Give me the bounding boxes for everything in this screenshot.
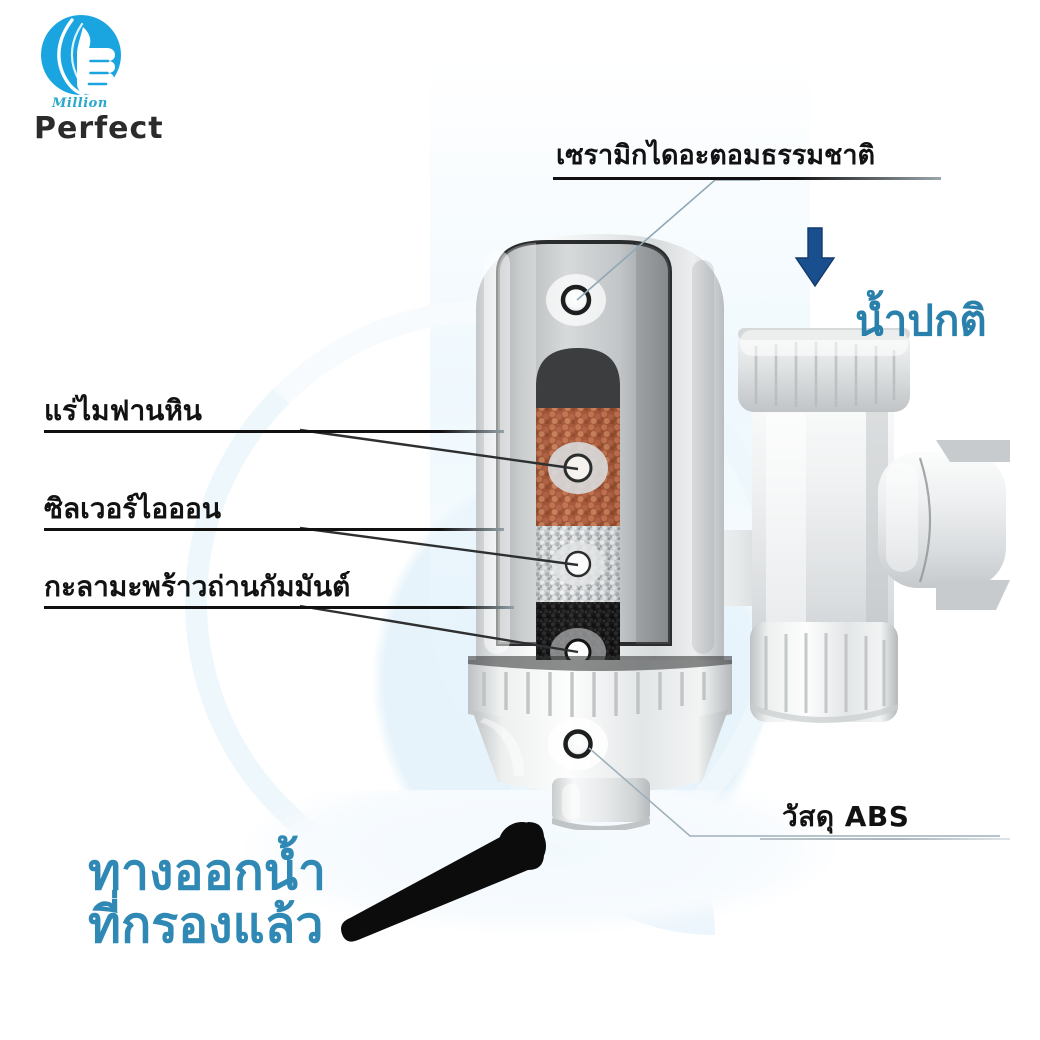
arrow-down-icon: [792, 226, 838, 288]
callout-silver-label: ซิลเวอร์ไอออน: [44, 492, 221, 525]
diverter-valve-body: [752, 386, 894, 686]
callout-carbon-label: กะลามะพร้าวถ่านกัมมันต์: [44, 570, 351, 603]
logo-wordmark: Perfect: [34, 111, 164, 146]
media-hole-silver: [552, 542, 604, 586]
callout-maifan-label: แร่ไมฟานหิน: [44, 394, 202, 427]
callout-abs-underline: [760, 838, 1010, 840]
callout-carbon-underline: [44, 606, 514, 609]
filtered-outlet-pointer: [341, 822, 546, 942]
callout-abs-label: วัสดุ ABS: [782, 800, 910, 833]
housing-port-hole: [548, 718, 608, 770]
threaded-cap-nut: [738, 328, 910, 412]
filtered-outlet-line-2: ที่กรองแล้ว: [88, 896, 324, 954]
callout-ceramic-label: เซรามิกไดอะตอมธรรมชาติ: [556, 140, 876, 171]
valve-bottom-collar: [750, 622, 898, 723]
highlight-normal-water-label: น้ำปกติ: [855, 296, 987, 345]
callout-silver-underline: [44, 528, 504, 531]
ribbed-collar-ring: [468, 656, 732, 729]
outlet-nozzle-right: [878, 440, 1010, 610]
callout-ceramic-underline: [553, 177, 941, 180]
port-hole-upper: [546, 274, 606, 326]
filtered-outlet-line-1: ทางออกน้ำ: [88, 843, 327, 901]
logo-script-text: Million: [52, 96, 108, 111]
highlight-filtered-outlet-label: ทางออกน้ำ ที่กรองแล้ว: [88, 846, 326, 952]
media-hole-maifan: [548, 442, 608, 494]
brand-logo: Million Perfect: [16, 10, 163, 146]
water-outlet-spout: [552, 778, 650, 832]
thumbs-up-in-circle-icon: [38, 14, 124, 100]
product-illustration: [380, 190, 1020, 832]
filter-cylinder-housing: [476, 234, 724, 702]
callout-maifan-underline: [44, 430, 504, 433]
